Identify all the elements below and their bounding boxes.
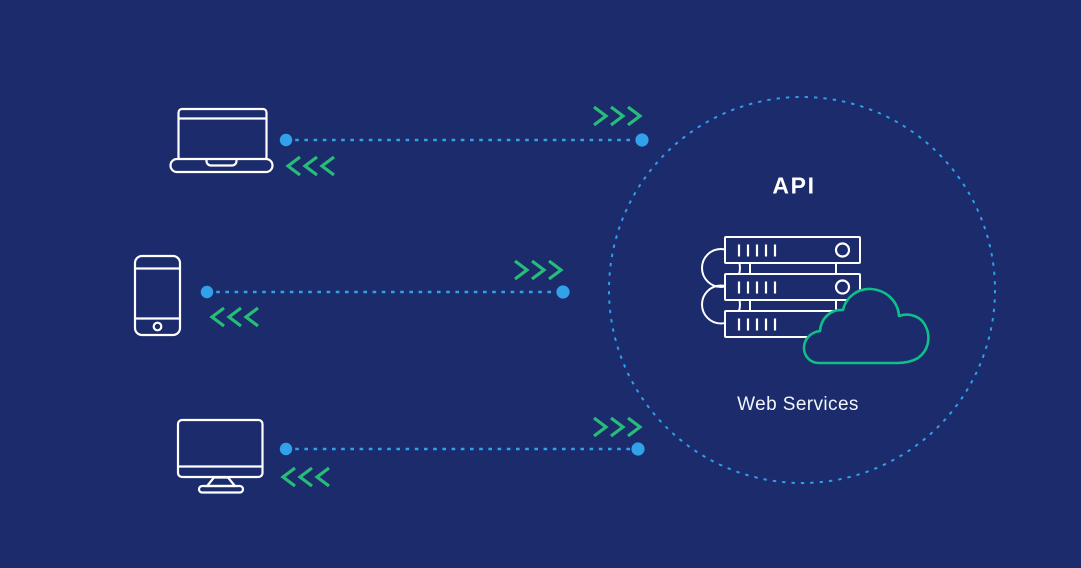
request-arrows-icon (593, 416, 643, 438)
laptop-icon (169, 107, 274, 174)
request-arrows-icon (593, 105, 643, 127)
connection-endpoint-dot (556, 285, 570, 299)
connection-endpoint-dot (635, 133, 649, 147)
connection-smartphone (200, 259, 570, 328)
api-title: API (772, 172, 816, 199)
response-arrows-icon (280, 466, 330, 488)
connection-desktop (279, 416, 645, 488)
cloud-icon (802, 287, 930, 365)
api-subtitle: Web Services (737, 394, 859, 415)
connection-endpoint-dot (200, 285, 214, 299)
connection-laptop (279, 105, 649, 177)
api-boundary-circle (608, 96, 996, 484)
connection-endpoint-dot (279, 442, 293, 456)
connection-endpoint-dot (631, 442, 645, 456)
smartphone-icon (133, 254, 182, 337)
desktop-monitor-icon (176, 418, 264, 494)
response-arrows-icon (285, 155, 335, 177)
request-arrows-icon (514, 259, 564, 281)
response-arrows-icon (209, 306, 259, 328)
connection-endpoint-dot (279, 133, 293, 147)
